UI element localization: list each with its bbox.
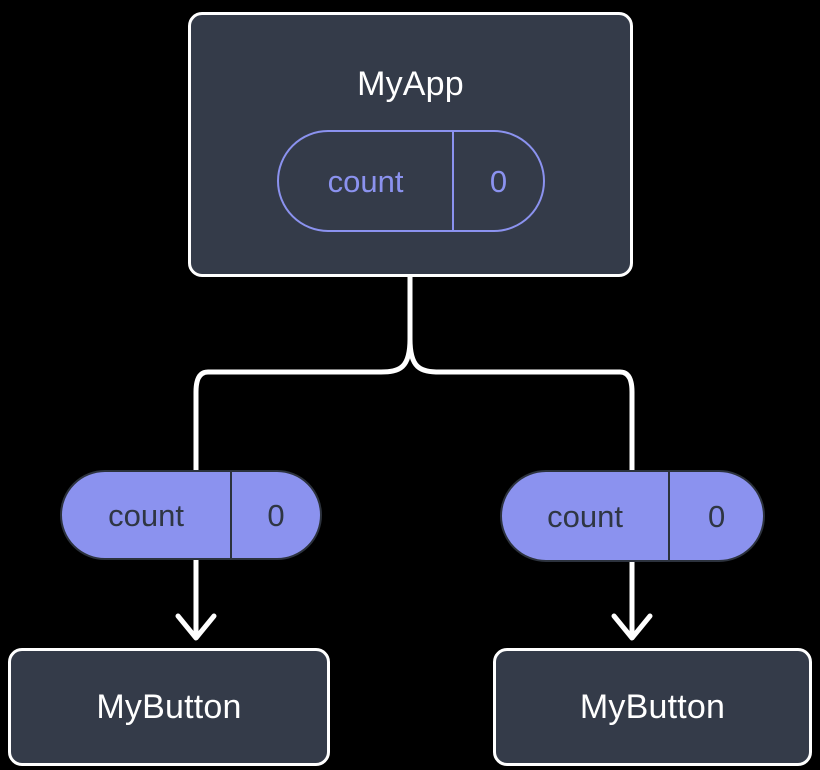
state-pill-root-value: 0 — [452, 132, 543, 230]
arrowhead-right — [611, 613, 653, 641]
state-pill-child-right[interactable]: count 0 — [500, 470, 765, 562]
state-pill-root[interactable]: count 0 — [277, 130, 545, 232]
widget-node-mybutton-right[interactable]: MyButton — [493, 648, 812, 766]
widget-label-myapp: MyApp — [357, 65, 464, 103]
edge-root-split-right — [407, 274, 635, 477]
arrowhead-left — [175, 613, 217, 641]
state-pill-child-left[interactable]: count 0 — [60, 470, 322, 560]
edge-root-split — [193, 274, 413, 477]
widget-node-mybutton-left[interactable]: MyButton — [8, 648, 330, 766]
state-pill-child-left-value: 0 — [230, 472, 320, 558]
state-pill-root-key: count — [327, 163, 404, 199]
widget-node-myapp[interactable]: MyApp — [188, 12, 633, 277]
widget-label-mybutton-right: MyButton — [579, 688, 726, 726]
state-pill-child-right-key: count — [547, 498, 623, 534]
state-pill-child-right-value: 0 — [668, 472, 763, 560]
state-pill-child-left-key: count — [108, 497, 184, 533]
widget-label-mybutton-left: MyButton — [96, 688, 242, 726]
